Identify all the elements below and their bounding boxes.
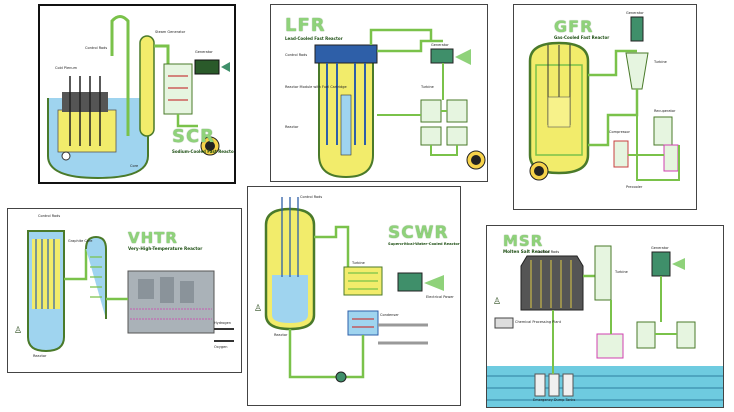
scwr-label-3: Turbine (352, 261, 365, 265)
gfr-label-3: Recuperator (654, 109, 676, 113)
sfr-label-5: Core (130, 164, 139, 168)
lfr-subtitle: Lead-Cooled Fast Reactor (285, 36, 343, 41)
sfr-label-1: Cold Plenum (55, 66, 77, 70)
panel-sfr: SCR Sodium-Cooled Fast Reactor Cold Plen… (38, 4, 236, 184)
panel-lfr: LFR Lead-Cooled Fast Reactor Control Rod… (270, 4, 488, 182)
scwr-label-4: Electrical Power (426, 295, 454, 299)
msr-label-4: Turbine (615, 270, 628, 274)
scwr-title: SCWR (388, 223, 449, 243)
panel-scwr: SCWR Supercritical-Water-Cooled Reactor … (247, 186, 461, 406)
msr-label-1: Control Rods (537, 250, 560, 254)
gfr-label-1: Generator (626, 11, 644, 15)
panel-vhtr: VHTR Very-High-Temperature Reactor Contr… (7, 208, 242, 373)
vhtr-label-1: Control Rods (38, 214, 61, 218)
vhtr-label-4: Hydrogen (214, 321, 232, 325)
sfr-subtitle: Sodium-Cooled Fast Reactor (172, 149, 236, 154)
gfr-title: GFR (554, 17, 594, 36)
lfr-label-2: Reactor Module with Fuel Cartridge (285, 85, 347, 89)
lfr-label-3: Reactor (285, 125, 299, 129)
gfr-subtitle: Gas-Cooled Fast Reactor (554, 35, 610, 40)
vhtr-title: VHTR (128, 229, 178, 247)
gfr-label-2: Turbine (654, 60, 667, 64)
panel-gfr: GFR Gas-Cooled Fast Reactor Generator Tu… (513, 4, 697, 210)
scwr-subtitle: Supercritical-Water-Cooled Reactor (388, 242, 460, 246)
scwr-person-icon: ♙ (254, 303, 263, 313)
gfr-label-4: Compressor (609, 130, 630, 134)
msr-diagram (487, 245, 723, 407)
sfr-title: SCR (172, 126, 216, 147)
sfr-label-4: Generator (195, 50, 213, 54)
lfr-label-4: Turbine (421, 85, 434, 89)
msr-label-2: Chemical Processing Plant (515, 320, 561, 324)
vhtr-person-icon: ♙ (14, 325, 23, 335)
vhtr-subtitle: Very-High-Temperature Reactor (128, 246, 203, 251)
gfr-label-5: Precooler (626, 185, 643, 189)
vhtr-diagram (27, 230, 234, 353)
gfr-diagram (528, 16, 680, 181)
msr-label-5: Generator (651, 246, 669, 250)
lfr-diagram (314, 28, 486, 179)
vhtr-label-2: Graphite Core (68, 239, 93, 243)
panel-msr: MSR Molten Salt Reactor Control Rods Che… (486, 225, 724, 408)
msr-subtitle: Molten Salt Reactor (503, 249, 550, 254)
scwr-label-1: Control Rods (300, 195, 323, 199)
lfr-label-1: Control Rods (285, 53, 308, 57)
msr-label-3: Emergency Dump Tanks (533, 398, 576, 402)
msr-person-icon: ♙ (493, 296, 502, 306)
scwr-label-2: Reactor (274, 333, 288, 337)
sfr-diagram (47, 15, 230, 180)
scwr-diagram (264, 197, 444, 383)
sfr-label-3: Steam Generator (155, 30, 186, 34)
sfr-label-2: Control Rods (85, 46, 108, 50)
vhtr-label-3: Reactor (33, 354, 47, 358)
msr-title: MSR (503, 232, 544, 250)
lfr-title: LFR (285, 15, 326, 36)
lfr-label-5: Generator (431, 43, 449, 47)
scwr-label-5: Condenser (380, 313, 399, 317)
vhtr-label-5: Oxygen (214, 345, 228, 349)
